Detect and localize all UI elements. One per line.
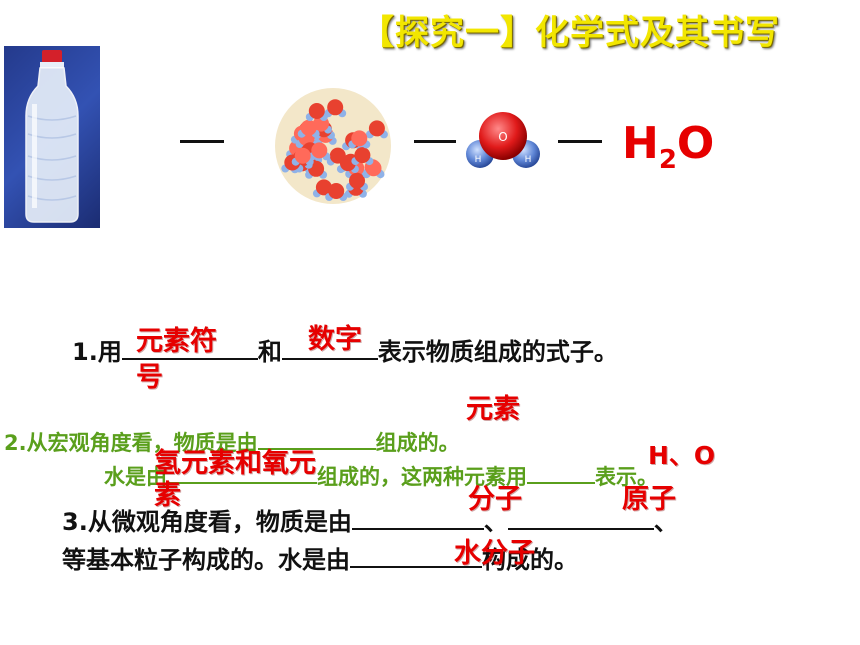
answer-atom: 原子 [622, 484, 676, 515]
q2-blank-1[interactable] [257, 428, 376, 450]
question-3-line-1: 3.从微观角度看，物质是由 、 、 [62, 504, 678, 538]
q3-text-b: 、 [483, 508, 508, 536]
q3-blank-2[interactable] [507, 504, 654, 530]
q1-text-1: 用 [97, 338, 122, 366]
q2-text-e: 表示。 [595, 465, 658, 489]
answer-element-symbol: 元素符 [136, 326, 217, 357]
q2-text-a: 2.从宏观角度看，物质是由 [4, 431, 258, 455]
question-2-line-2: 水是由 组成的，这两种元素用 表示。 [104, 462, 658, 491]
q3-text-c: 、 [653, 508, 678, 536]
q1-text-2: 和 [257, 338, 282, 366]
question-2-line-1: 2.从宏观角度看，物质是由 组成的。 [4, 428, 460, 457]
q2-blank-3[interactable] [527, 462, 595, 484]
answer-element: 元素 [466, 394, 520, 425]
equivalence-dash [414, 140, 456, 143]
q2-text-b: 组成的。 [375, 431, 460, 455]
oxygen-label: O [498, 130, 507, 144]
q1-text-3: 表示物质组成的式子。 [377, 338, 618, 366]
question-3-line-2: 等基本粒子构成的。水是由 构成的。 [62, 542, 578, 576]
q1-blank-2[interactable] [281, 334, 378, 360]
water-bottle-image [4, 46, 100, 228]
q2-blank-2[interactable] [167, 462, 317, 484]
q3-text-e: 构成的。 [482, 546, 578, 574]
answer-water-molecule: 水分子 [454, 538, 535, 569]
question-1: 1.用 和 表示物质组成的式子。 [72, 334, 618, 368]
equivalence-dash [180, 140, 224, 143]
formula-subscript: 2 [658, 144, 677, 175]
answer-number: 数字 [308, 324, 362, 355]
q3-blank-1[interactable] [351, 504, 484, 530]
q1-blank-1[interactable] [121, 334, 258, 360]
answer-hydrogen-oxygen-cont: 素 [154, 480, 181, 511]
hydrogen-label: H [475, 155, 482, 165]
q3-text-d: 等基本粒子构成的。水是由 [62, 546, 350, 574]
answer-h-o: H、O [648, 441, 716, 470]
q2-text-d: 组成的，这两种元素用 [317, 465, 527, 489]
q3-text-a: 3.从微观角度看，物质是由 [62, 508, 352, 536]
q3-blank-3[interactable] [350, 542, 482, 568]
water-molecules-cluster-image [272, 84, 394, 208]
q2-text-c: 水是由 [104, 465, 167, 489]
chemical-formula: H2O [622, 118, 714, 186]
formula-o: O [676, 118, 715, 169]
answer-molecule: 分子 [468, 484, 522, 515]
equivalence-dash [558, 140, 602, 143]
page-title: 【探究一】化学式及其书写 [360, 13, 780, 53]
hydrogen-label: H [525, 155, 532, 165]
water-molecule-model: O H H [460, 104, 546, 174]
answer-hydrogen-oxygen: 氢元素和氧元 [154, 448, 316, 479]
q1-number: 1. [72, 338, 98, 366]
formula-h: H [622, 118, 659, 169]
answer-element-symbol-cont: 号 [136, 362, 163, 393]
